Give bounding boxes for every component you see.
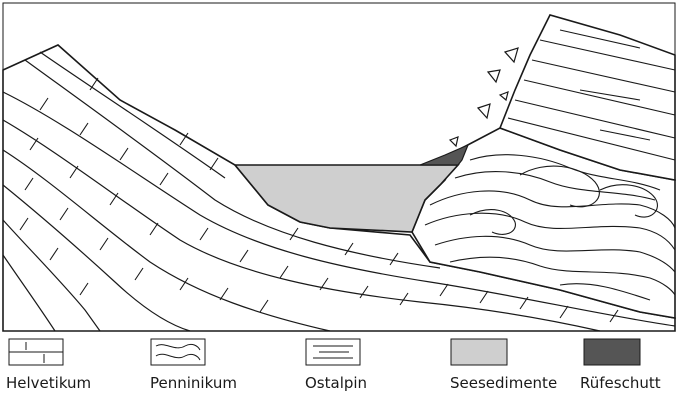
ostalpin-swatch (305, 338, 361, 366)
seesedimente-swatch (450, 338, 508, 366)
geological-cross-section (0, 0, 678, 335)
legend: Helvetikum Penninikum Ostalpin Seesedime… (0, 338, 678, 401)
legend-label-rufeschutt: Rüfeschutt (580, 374, 661, 392)
legend-item-seesedimente (450, 338, 508, 366)
rufeschutt-unit (420, 145, 468, 165)
rufeschutt-swatch (583, 338, 641, 366)
legend-item-rufeschutt (583, 338, 641, 366)
legend-item-ostalpin (305, 338, 361, 366)
legend-label-penninikum: Penninikum (150, 374, 237, 392)
legend-item-helvetikum (8, 338, 64, 366)
helvetikum-swatch (8, 338, 64, 366)
legend-label-seesedimente: Seesedimente (450, 374, 557, 392)
legend-label-helvetikum: Helvetikum (6, 374, 91, 392)
legend-label-ostalpin: Ostalpin (305, 374, 367, 392)
legend-item-penninikum (150, 338, 206, 366)
penninikum-swatch (150, 338, 206, 366)
